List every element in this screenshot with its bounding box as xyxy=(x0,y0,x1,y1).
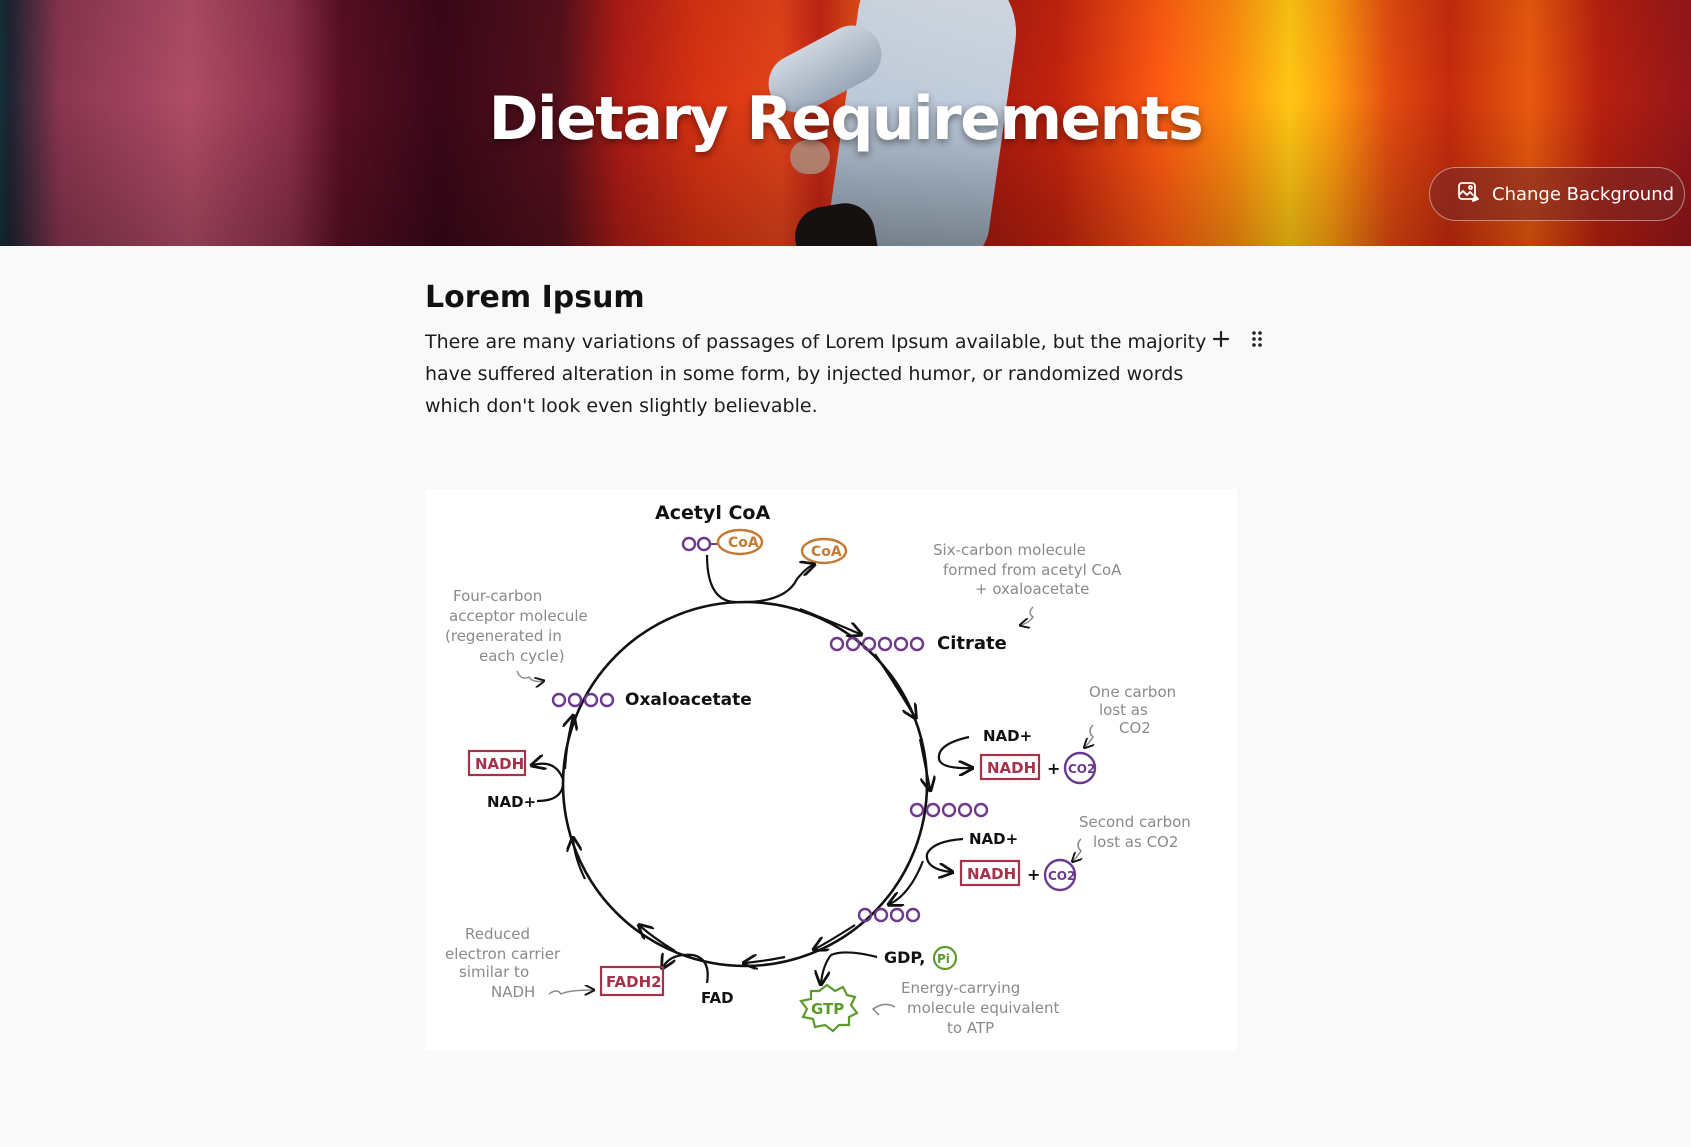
add-block-icon[interactable] xyxy=(1210,328,1232,350)
svg-text:each cycle): each cycle) xyxy=(479,647,565,665)
svg-text:Reduced: Reduced xyxy=(465,925,530,943)
svg-text:NADH: NADH xyxy=(491,983,535,1001)
svg-text:electron carrier: electron carrier xyxy=(445,945,561,963)
page-title: Dietary Requirements xyxy=(488,84,1204,154)
nadh-label-2: NADH xyxy=(967,865,1016,883)
pi-label: Pi xyxy=(937,952,950,966)
six-carbon-note: Six-carbon molecule formed from acetyl C… xyxy=(933,541,1122,598)
pi-circle xyxy=(932,945,958,971)
four-carbon-note: Four-carbon acceptor molecule (regenerat… xyxy=(445,587,588,665)
coa-released xyxy=(800,537,848,565)
acetyl-coa-label: Acetyl CoA xyxy=(655,502,770,524)
coa-label-2: CoA xyxy=(811,544,842,560)
co2-circle-1 xyxy=(1063,751,1097,785)
banner-overlay xyxy=(0,0,1691,246)
nadh-box-left xyxy=(467,749,527,777)
nadh-box-1 xyxy=(979,753,1041,781)
block-toolbar xyxy=(1210,328,1268,350)
nad-arrow-2 xyxy=(925,837,964,872)
svg-text:Six-carbon molecule: Six-carbon molecule xyxy=(933,541,1086,559)
svg-text:Second carbon: Second carbon xyxy=(1079,813,1191,831)
svg-text:One carbon: One carbon xyxy=(1089,683,1176,701)
energy-note: Energy-carrying molecule equivalent to A… xyxy=(901,979,1059,1037)
nadh-arrow-left xyxy=(533,764,565,803)
svg-text:(regenerated in: (regenerated in xyxy=(445,627,562,645)
nadh-box-2 xyxy=(959,859,1021,887)
svg-text:to ATP: to ATP xyxy=(947,1019,994,1037)
nadh-label-1: NADH xyxy=(987,759,1036,777)
section-heading[interactable]: Lorem Ipsum xyxy=(425,280,645,315)
svg-text:+ oxaloacetate: + oxaloacetate xyxy=(975,580,1089,598)
svg-text:molecule equivalent: molecule equivalent xyxy=(907,999,1059,1017)
image-edit-icon xyxy=(1456,180,1480,209)
plus-1: + xyxy=(1047,759,1060,778)
fad-label: FAD xyxy=(701,989,734,1007)
cycle-ring xyxy=(561,600,929,968)
fadh2-label: FADH2 xyxy=(606,973,662,991)
paragraph-text[interactable]: There are many variations of passages of… xyxy=(425,331,1207,417)
co2-label-1: CO2 xyxy=(1068,762,1095,776)
five-carbon-molecule xyxy=(909,802,989,818)
nad-label-1: NAD+ xyxy=(983,727,1032,745)
gtp-burst xyxy=(799,983,859,1033)
svg-text:formed from acetyl CoA: formed from acetyl CoA xyxy=(943,561,1122,579)
second-carbon-note: Second carbon lost as CO2 xyxy=(1079,813,1191,851)
citrate-label: Citrate xyxy=(937,633,1007,654)
svg-text:similar to: similar to xyxy=(459,963,529,981)
co2-circle-2 xyxy=(1043,858,1077,892)
svg-text:Four-carbon: Four-carbon xyxy=(453,587,542,605)
svg-text:lost as CO2: lost as CO2 xyxy=(1093,833,1178,851)
acetyl-arrow xyxy=(705,554,813,604)
gtp-label: GTP xyxy=(811,1000,844,1018)
co2-label-2: CO2 xyxy=(1048,869,1075,883)
change-background-button[interactable]: Change Background xyxy=(1429,167,1685,221)
svg-text:acceptor molecule: acceptor molecule xyxy=(449,607,588,625)
cycle-arrows xyxy=(565,607,930,963)
cycle-diagram: Acetyl CoA CoA CoA Six-carbon molecule f… xyxy=(445,502,1191,1037)
fad-arrow xyxy=(663,955,709,984)
gdp-arrow xyxy=(821,951,878,983)
nad-label-2: NAD+ xyxy=(969,830,1018,848)
plus-2: + xyxy=(1027,865,1040,884)
four-carbon-molecule xyxy=(857,907,921,923)
citric-acid-cycle-image[interactable]: Acetyl CoA CoA CoA Six-carbon molecule f… xyxy=(425,489,1237,1051)
banner-photo-hand xyxy=(790,140,830,174)
change-background-label: Change Background xyxy=(1492,183,1675,205)
nad-arrow-1 xyxy=(937,735,971,768)
one-carbon-note: One carbon lost as CO2 xyxy=(1089,683,1176,737)
header-banner: Dietary Requirements Change Background xyxy=(0,0,1691,246)
oxaloacetate-molecule xyxy=(551,692,615,708)
svg-text:lost as: lost as xyxy=(1099,701,1148,719)
nad-label-left: NAD+ xyxy=(487,793,536,811)
fadh2-box xyxy=(599,965,665,997)
svg-text:Energy-carrying: Energy-carrying xyxy=(901,979,1020,997)
svg-text:CO2: CO2 xyxy=(1119,719,1151,737)
gdp-label: GDP, xyxy=(884,948,925,967)
oxaloacetate-label: Oxaloacetate xyxy=(625,690,752,710)
nadh-label-left: NADH xyxy=(475,755,524,773)
drag-handle-icon[interactable] xyxy=(1246,328,1268,350)
acetyl-group xyxy=(681,528,764,556)
citrate-molecule xyxy=(829,636,925,652)
coa-label-1: CoA xyxy=(728,535,759,551)
reduced-carrier-note: Reduced electron carrier similar to NADH xyxy=(445,925,561,1001)
paragraph-block: There are many variations of passages of… xyxy=(425,326,1265,422)
